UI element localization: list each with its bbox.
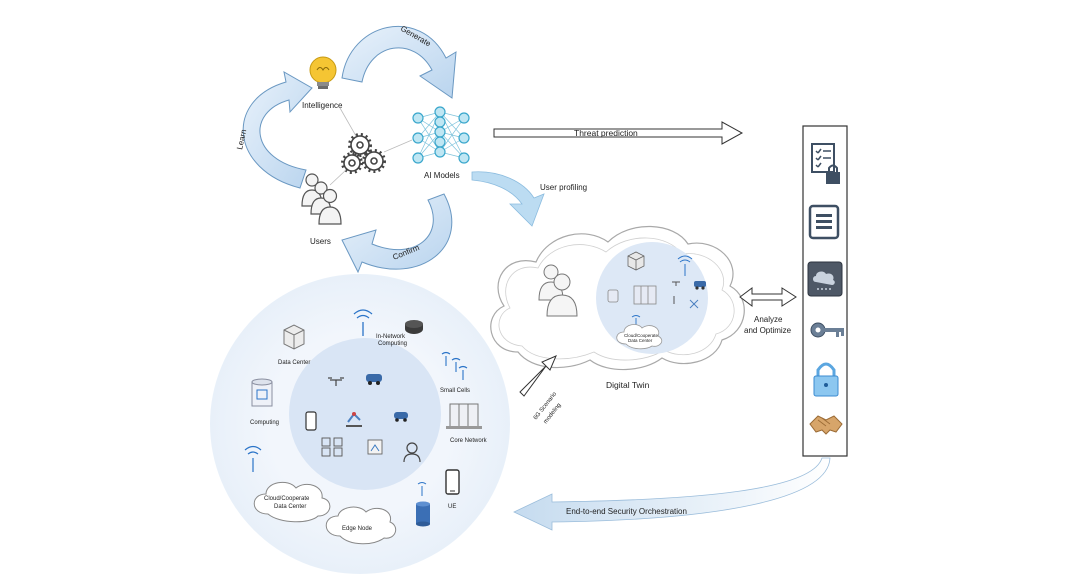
headset-user-icon <box>403 442 421 463</box>
core-network-label: Core Network <box>450 438 488 444</box>
edge-node-cloud <box>325 506 397 545</box>
users-icon <box>301 173 342 225</box>
user-profiling-arrow: User profiling <box>471 171 587 227</box>
ue-antenna-icon <box>417 482 427 496</box>
twin-car-icon <box>694 281 706 290</box>
threat-prediction-label: Threat prediction <box>574 128 638 138</box>
car-icon <box>366 374 382 385</box>
in-network-label-line1: In-Network <box>376 334 406 340</box>
document-icon <box>808 204 840 240</box>
ue-phone-icon <box>445 469 460 495</box>
iot-device-icon <box>367 439 383 455</box>
smart-home-icon <box>321 437 343 457</box>
ai-models-label: AI Models <box>424 171 460 180</box>
confirm-arrow: Confirm <box>341 193 453 274</box>
second-car-icon <box>394 412 408 422</box>
ue-storage-icon <box>416 501 430 527</box>
twin-antenna-icon <box>677 255 693 276</box>
analyze-optimize-arrow: Analyze and Optimize <box>739 287 797 335</box>
neural-network-icon <box>412 106 470 164</box>
network-inner-circle <box>289 338 441 490</box>
computing-icon <box>251 378 273 407</box>
intelligence-label: Intelligence <box>302 101 343 110</box>
in-network-label-line2: Computing <box>378 341 407 347</box>
key-icon <box>810 322 844 338</box>
learn-label: Learn <box>235 129 248 151</box>
left-antenna-icon <box>244 445 262 472</box>
twin-mini-cloud-line1: Cloud/Cooperate <box>624 333 659 338</box>
security-orchestration-label: End-to-end Security Orchestration <box>566 507 687 516</box>
twin-mini-cloud-line2: Data Center <box>628 338 653 343</box>
user-profiling-label: User profiling <box>540 183 587 192</box>
digital-twin-label: Digital Twin <box>606 380 650 390</box>
ue-label: UE <box>448 504 456 510</box>
twin-mini-cloud <box>616 324 663 350</box>
handshake-icon <box>809 415 843 435</box>
twin-computing-icon <box>607 285 657 305</box>
router-icon <box>405 320 423 334</box>
security-orchestration-arrow: End-to-end Security Orchestration <box>513 457 831 531</box>
checklist-lock-icon <box>811 143 840 184</box>
cloud-datacenter-line2: Data Center <box>274 504 306 510</box>
data-center-label: Data Center <box>278 360 310 366</box>
twin-drone-icon <box>672 281 680 304</box>
generate-arrow: Generate <box>341 24 457 99</box>
drone-icon <box>328 377 344 386</box>
gears-icon <box>341 133 386 174</box>
lightbulb-icon <box>309 56 337 89</box>
small-cells-icon <box>441 351 468 380</box>
analyze-label-line2: and Optimize <box>744 326 792 335</box>
cloud-datacenter-cloud <box>253 481 331 523</box>
twin-link-icon <box>689 299 699 309</box>
threat-prediction-arrow: Threat prediction <box>493 121 744 145</box>
users-label: Users <box>310 237 331 246</box>
in-network-antenna-icon <box>353 309 373 336</box>
data-center-server-icon <box>283 324 305 350</box>
core-network-icon <box>446 403 482 429</box>
cloud-datacenter-line1: Cloud/Cooperate <box>264 496 310 502</box>
twin-user-icon <box>538 264 578 317</box>
edge-node-label: Edge Node <box>342 526 373 532</box>
computing-label: Computing <box>250 420 279 426</box>
padlock-icon <box>813 362 839 397</box>
smartphone-icon <box>305 411 317 431</box>
twin-server-icon <box>627 251 645 271</box>
analyze-label-line1: Analyze <box>754 315 783 324</box>
small-cells-label: Small Cells <box>440 388 470 394</box>
cloud-vault-icon <box>807 261 843 297</box>
learn-arrow: Learn <box>235 71 313 189</box>
robot-arm-icon <box>346 412 362 427</box>
